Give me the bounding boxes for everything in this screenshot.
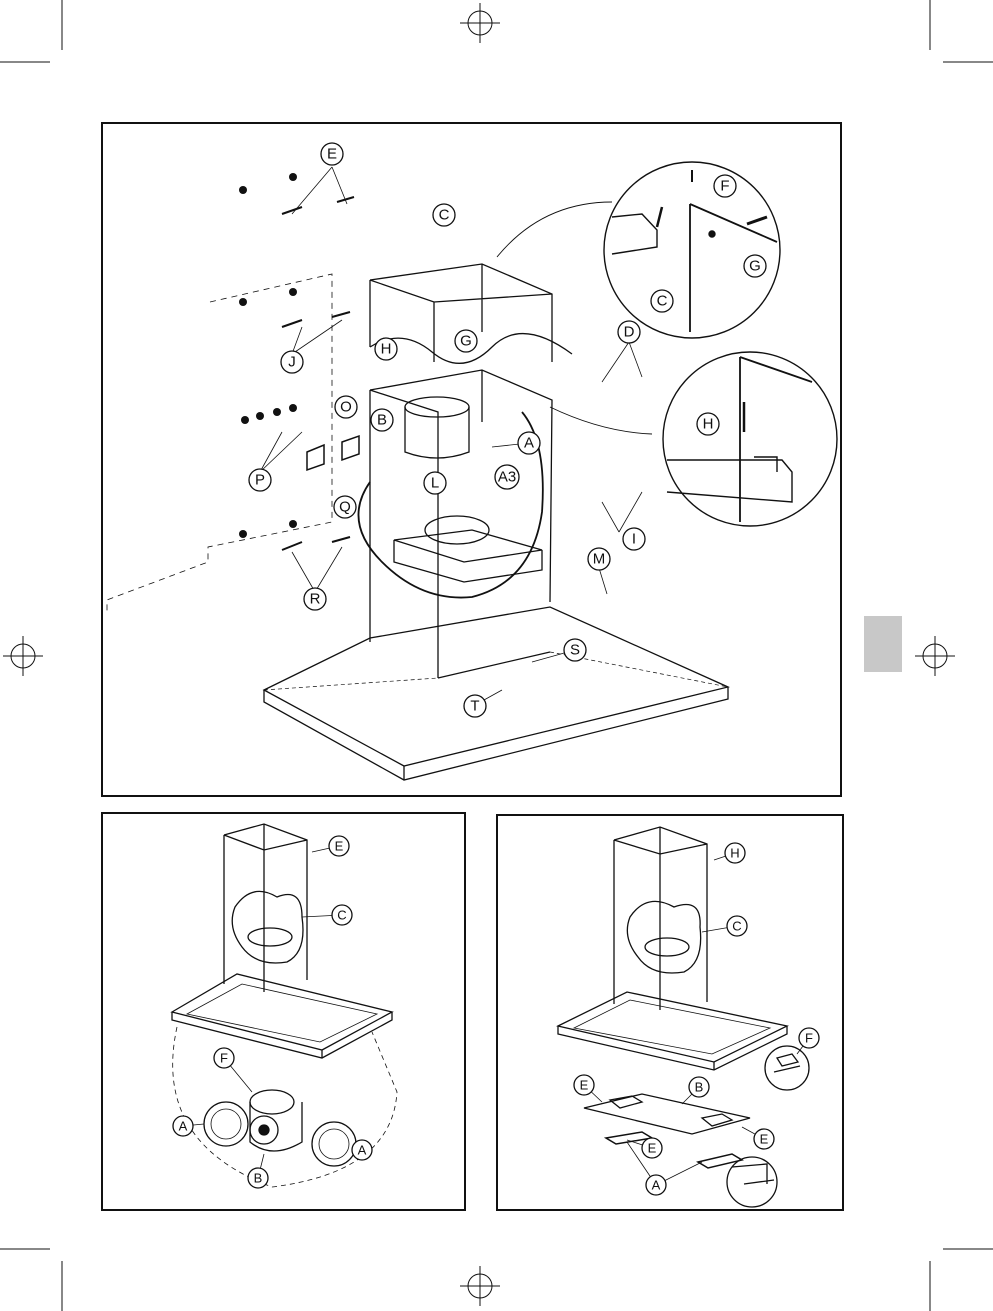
callout-c-bl: C: [337, 908, 346, 923]
registration-mark-bottom: [460, 1266, 500, 1306]
callout-h-br: H: [730, 846, 739, 861]
callout-b: B: [377, 412, 387, 429]
callout-e-bl: E: [335, 839, 344, 854]
exploded-assembly-drawing: E C J H G O B P Q L A A3 R D I M S T F G: [103, 124, 840, 795]
callout-i: I: [632, 531, 636, 548]
callout-e-right-br: E: [760, 1132, 769, 1147]
grease-filter-sheet: [584, 1094, 750, 1134]
detail-callout-g: G: [749, 258, 761, 275]
motor-housing: [394, 530, 542, 582]
detail-callout-h: H: [703, 416, 714, 433]
page-edge-tab: [864, 616, 902, 672]
filter-fan-panel: E C F A A B: [101, 812, 466, 1211]
exploded-assembly-panel: E C J H G O B P Q L A A3 R D I M S T F G: [101, 122, 842, 797]
detail-callout-c: C: [657, 293, 668, 310]
detail-callout-f: F: [720, 178, 729, 195]
callout-l: L: [431, 475, 439, 492]
callout-t: T: [470, 698, 479, 715]
registration-mark-top: [460, 3, 500, 43]
hood-bl: [172, 974, 392, 1058]
callout-p: P: [255, 472, 265, 489]
callout-b-br: B: [695, 1080, 704, 1095]
detail-circle-bottom: [663, 352, 837, 526]
callout-e-mid-br: E: [648, 1141, 657, 1156]
hood-canopy: [264, 607, 728, 766]
chimney-br: [614, 827, 707, 1010]
hood-br: [558, 992, 787, 1070]
callout-a-left-bl: A: [179, 1119, 188, 1134]
callout-g: G: [460, 333, 472, 350]
callout-r: R: [310, 591, 321, 608]
callout-q: Q: [339, 499, 351, 516]
registration-mark-right: [915, 636, 955, 676]
callout-a3: A3: [498, 469, 516, 486]
callout-s: S: [570, 642, 580, 659]
callout-j: J: [288, 354, 296, 371]
callout-f-bl: F: [220, 1051, 228, 1066]
callout-o: O: [340, 399, 352, 416]
callout-b-bl: B: [254, 1171, 263, 1186]
callout-c-br: C: [732, 919, 741, 934]
callout-a: A: [524, 435, 534, 452]
callout-a-right-bl: A: [358, 1143, 367, 1158]
callout-h: H: [381, 341, 392, 358]
fan-filter-drawing: E C F A A B: [103, 814, 464, 1209]
chimney-bl: [224, 824, 307, 992]
callout-m: M: [593, 551, 606, 568]
callout-c: C: [439, 207, 450, 224]
registration-mark-left: [3, 636, 43, 676]
filter-install-drawing: H C F E B E E A: [498, 816, 842, 1209]
callout-e-top-br: E: [580, 1078, 589, 1093]
filter-install-panel: H C F E B E E A: [496, 814, 844, 1211]
callout-d: D: [624, 324, 635, 341]
callout-e: E: [327, 146, 337, 163]
callout-f-br: F: [805, 1031, 813, 1046]
callout-a-br: A: [652, 1178, 661, 1193]
detail-circle-top: [604, 162, 780, 338]
